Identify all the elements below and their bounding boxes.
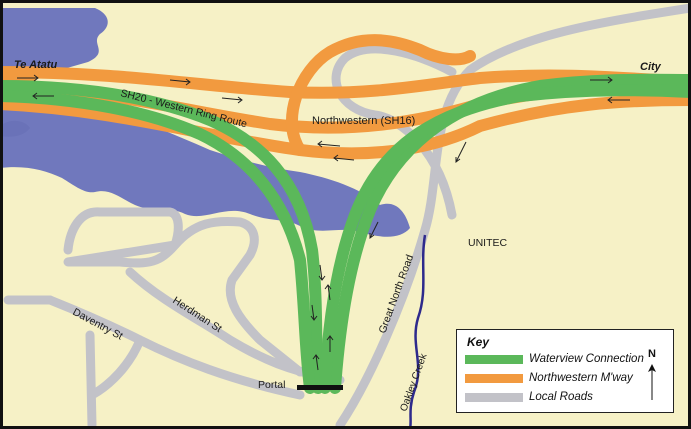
northwestern-swatch bbox=[465, 373, 523, 383]
northwestern-label: Northwestern (SH16) bbox=[312, 115, 415, 127]
oakley-creek bbox=[408, 234, 427, 429]
key-title: Key bbox=[467, 335, 490, 349]
key-item-label: Local Roads bbox=[529, 391, 593, 403]
te-atatu-label: Te Atatu bbox=[14, 59, 57, 71]
direction-arrows bbox=[17, 74, 630, 371]
unitec-label: UNITEC bbox=[468, 237, 508, 249]
key-item-waterview: Waterview Connection bbox=[465, 352, 644, 366]
key-item-local-roads: Local Roads bbox=[465, 390, 593, 404]
key-item-label: Northwestern M'way bbox=[529, 372, 633, 384]
local-roads-swatch bbox=[465, 392, 523, 402]
key-item-label: Waterview Connection bbox=[529, 353, 644, 365]
portal-label: Portal bbox=[258, 379, 285, 391]
waterview-swatch bbox=[465, 354, 523, 364]
key-item-northwestern: Northwestern M'way bbox=[465, 371, 633, 385]
portal-bar bbox=[297, 385, 343, 390]
herdman-st-line bbox=[125, 267, 345, 385]
city-label: City bbox=[640, 61, 662, 73]
local-road-network bbox=[63, 207, 305, 377]
map-key: Key Waterview Connection Northwestern M'… bbox=[456, 329, 674, 413]
north-arrow-icon: N bbox=[645, 348, 659, 404]
harbour-water bbox=[0, 8, 410, 237]
waterview-connection bbox=[0, 73, 691, 394]
daventry-st-line bbox=[45, 295, 305, 400]
north-label: N bbox=[648, 348, 656, 360]
local-road-south bbox=[85, 330, 145, 429]
